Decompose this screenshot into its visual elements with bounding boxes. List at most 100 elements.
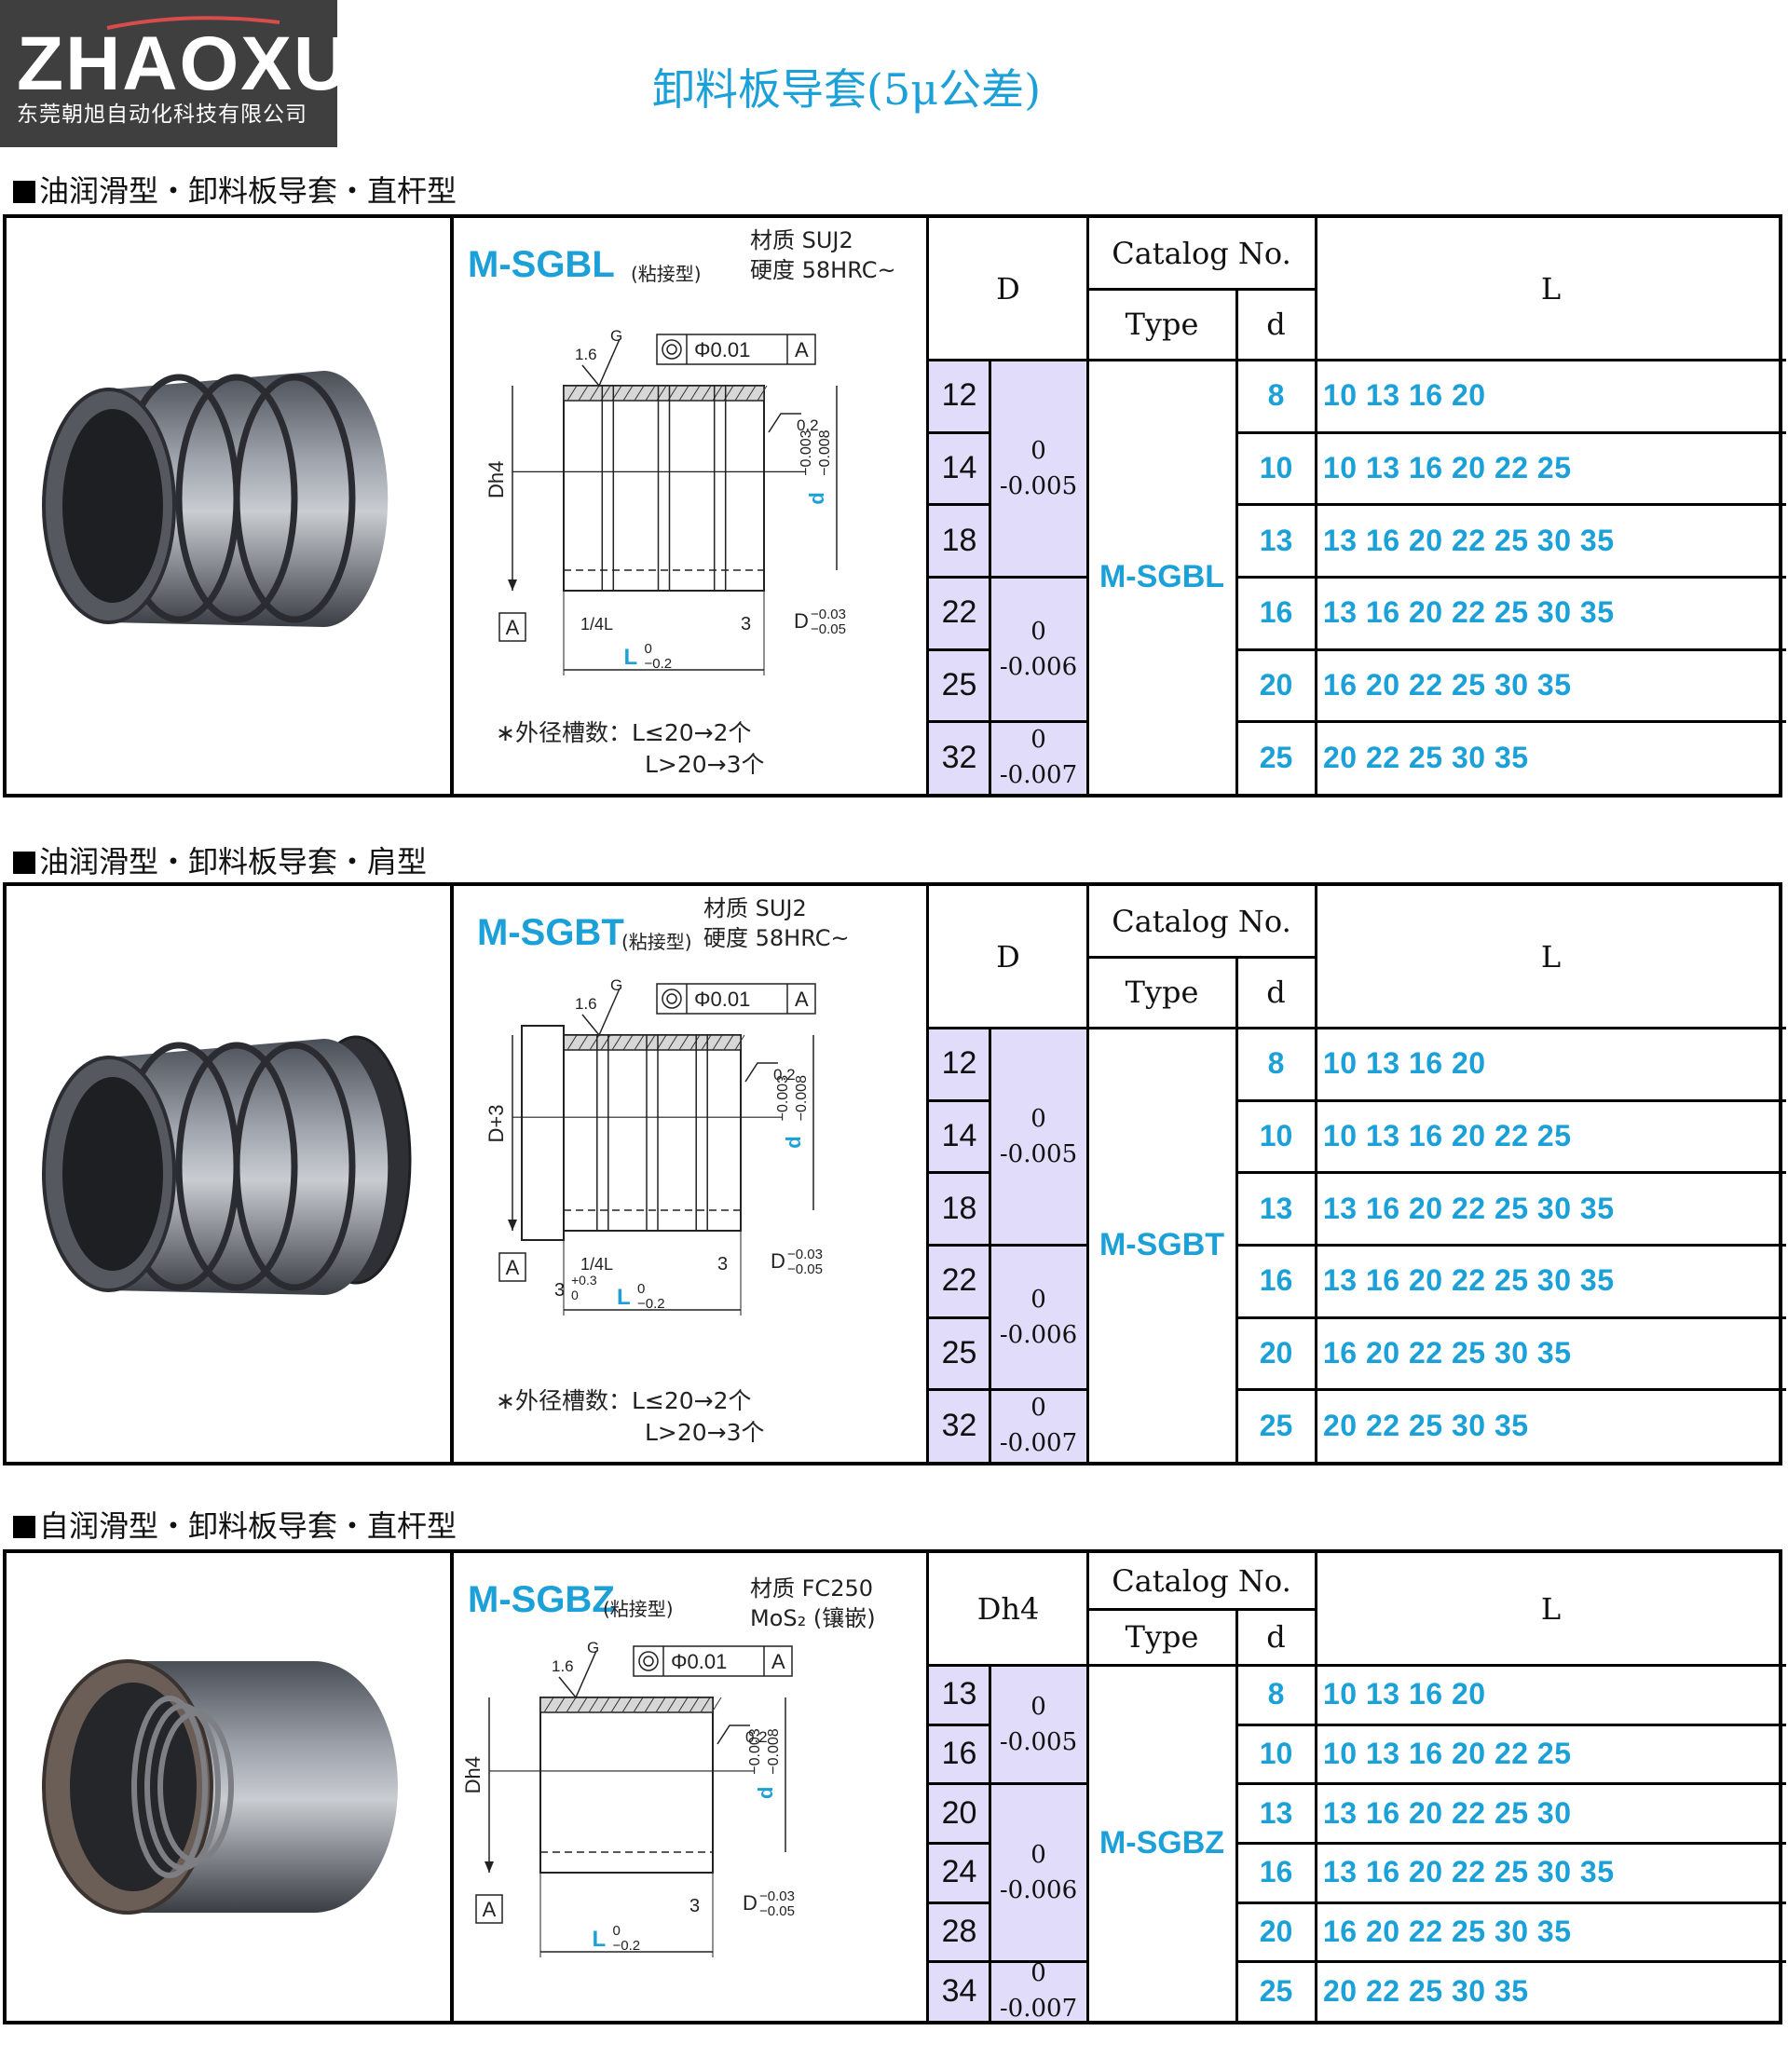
grid-line [1236,648,1786,651]
tolerance-lower: -0.007 [999,1995,1078,2024]
outer-diameter-cell: 32 [929,1389,990,1462]
roughness-inner-label: 0.2 [745,1728,768,1746]
footnote-line: L>20→3个 [645,751,765,778]
grid-line [990,1244,1087,1247]
grid-line [990,576,1087,579]
roughness-outer-label: 1.6 [552,1657,574,1675]
tolerance-upper: 0 [1030,1394,1046,1423]
grid-line [989,360,991,794]
flange-tol-upper: +0.3 [571,1273,597,1288]
material-line: 材质 SUJ2 [750,227,853,253]
length-values-cell: 10 13 16 20 22 25 [1323,1118,1572,1152]
inner-diameter-cell: 13 [1259,1191,1293,1225]
length-values-cell: 13 16 20 22 25 30 35 [1323,595,1615,630]
footnote-line: L>20→3个 [645,1419,765,1446]
hatch-band [539,1697,722,1713]
l-dimension-upper: 0 [645,641,652,657]
grid-line [1235,957,1238,1462]
grid-line [929,1027,1786,1029]
inner-diameter-cell: 13 [1259,523,1293,557]
outer-diameter-cell: 18 [929,504,990,577]
inner-diameter-cell: 25 [1259,740,1293,774]
col-header-D: Dh4 [976,1591,1040,1627]
roughness-outer-label: 1.6 [575,995,597,1013]
flange-width-label: 3 [554,1280,565,1301]
grid-line [1235,1609,1238,2021]
groove-d-lower: −0.05 [787,1261,823,1277]
tolerance-cell: 0-0.006 [990,1783,1087,1962]
d-tolerance-upper: −0.003 [798,429,814,475]
tolerance-lower: -0.005 [999,1727,1078,1756]
grid-line [929,1315,990,1319]
l-dimension-lower: −0.2 [613,1938,641,1954]
groove-d-label: D [794,609,809,633]
grid-line [929,1171,990,1175]
tolerance-lower: -0.005 [999,471,1078,500]
bushing-photo [42,1659,398,1915]
concentricity-value: Φ0.01 [694,988,750,1011]
d-tolerance-upper: −0.003 [747,1728,763,1774]
tolerance-lower: -0.006 [999,1320,1078,1349]
grid-line [1087,956,1316,959]
length-values-cell: 20 22 25 30 35 [1323,740,1529,774]
outer-diameter-cell: 25 [929,648,990,722]
brand-name: ZHAOXU [17,21,351,106]
grid-line [1236,1782,1786,1786]
grid-line [989,1028,991,1462]
bushing-outline [563,1034,742,1232]
outer-diameter-cell: 22 [929,577,990,649]
outer-diameter-cell: 28 [929,1902,990,1962]
outer-diameter-cell: 16 [929,1724,990,1784]
grid-line [1235,289,1238,794]
outer-diameter-cell: 32 [929,721,990,794]
grid-line [929,576,990,579]
tolerance-upper: 0 [1030,726,1046,755]
tolerance-cell: 0-0.005 [990,360,1087,577]
inner-diameter-cell: 8 [1267,378,1285,413]
grid-line [929,1664,1786,1667]
quarter-l-label: 1/4L [580,615,613,634]
d-tolerance-label: d [782,1136,805,1148]
grid-line [989,1665,991,2021]
grid-line [929,359,1786,361]
material-line: MoS₂ (镶嵌) [750,1605,876,1631]
l-dimension-label: L [617,1285,631,1310]
d-tolerance-upper: −0.003 [775,1075,791,1121]
tolerance-cell: 0-0.005 [990,1028,1087,1245]
grid-line [990,1388,1087,1392]
type-cell: M-SGBZ [1099,1824,1225,1861]
footnote-line: ∗外径槽数：L≤20→2个 [496,719,752,746]
material-line: 硬度 58HRC~ [703,925,850,951]
grid-line [929,1960,990,1964]
bullet-square-icon [13,1516,35,1538]
outer-diameter-cell: 13 [929,1665,990,1724]
d-plus-3-label: D+3 [485,1105,508,1143]
concentricity-datum: A [771,1650,785,1673]
tolerance-upper: 0 [1030,1285,1046,1314]
length-values-cell: 13 16 20 22 25 30 35 [1323,1855,1615,1889]
inner-diameter-cell: 10 [1259,450,1293,484]
bushing-outline [539,1697,714,1874]
col-header-D: D [996,271,1020,307]
grid-line [929,1901,990,1904]
grid-line [929,503,990,507]
grid-line [990,1782,1087,1786]
grid-line [929,720,990,724]
g-label: G [587,1639,599,1656]
bullet-square-icon [13,181,35,203]
tolerance-lower: -0.005 [999,1139,1078,1168]
concentricity-icon [662,339,682,360]
g-label: G [610,976,622,994]
outer-diameter-cell: 22 [929,1245,990,1317]
col-header-d: d [1266,975,1286,1010]
section-heading: 自润滑型・卸料板导套・直杆型 [13,1503,457,1546]
adhesive-note: (粘接型) [603,1598,674,1620]
outer-diameter-cell: 24 [929,1843,990,1902]
inner-diameter-cell: 8 [1267,1677,1285,1711]
roughness-icon [581,338,621,388]
